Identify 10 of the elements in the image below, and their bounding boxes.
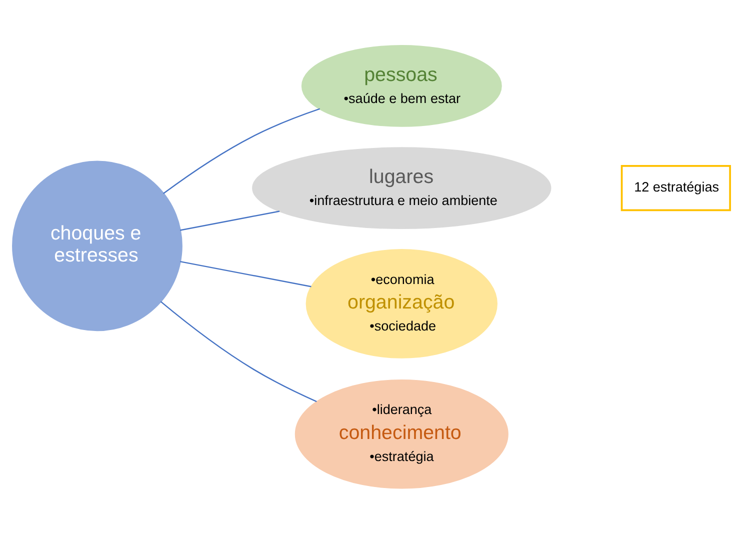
node-ellipse: lugares •infraestrutura e meio ambiente bbox=[252, 147, 552, 230]
connector bbox=[180, 260, 312, 288]
connector bbox=[180, 210, 280, 231]
connector bbox=[160, 301, 317, 402]
node-ellipse: •economia organização •sociedade bbox=[306, 249, 498, 358]
connector bbox=[163, 108, 320, 194]
node-ellipse: pessoas •saúde e bem estar bbox=[301, 44, 502, 127]
node-circle: choques e estresses bbox=[12, 160, 182, 332]
node-ellipse: •liderança conhecimento •estratégia bbox=[294, 379, 508, 489]
node-box: 12 estratégias bbox=[620, 165, 731, 212]
